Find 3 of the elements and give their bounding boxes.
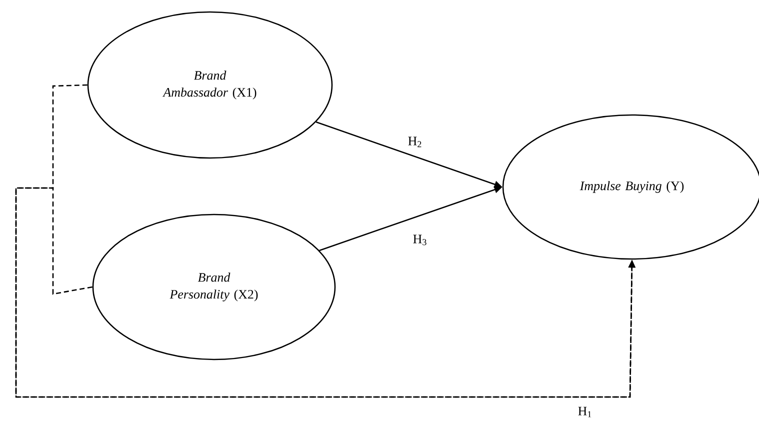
edge-label: H$_{2}$	[406, 136, 424, 148]
edge-label: H$_{1}$	[576, 406, 594, 418]
edge-label: H$_{3}$	[412, 234, 428, 246]
